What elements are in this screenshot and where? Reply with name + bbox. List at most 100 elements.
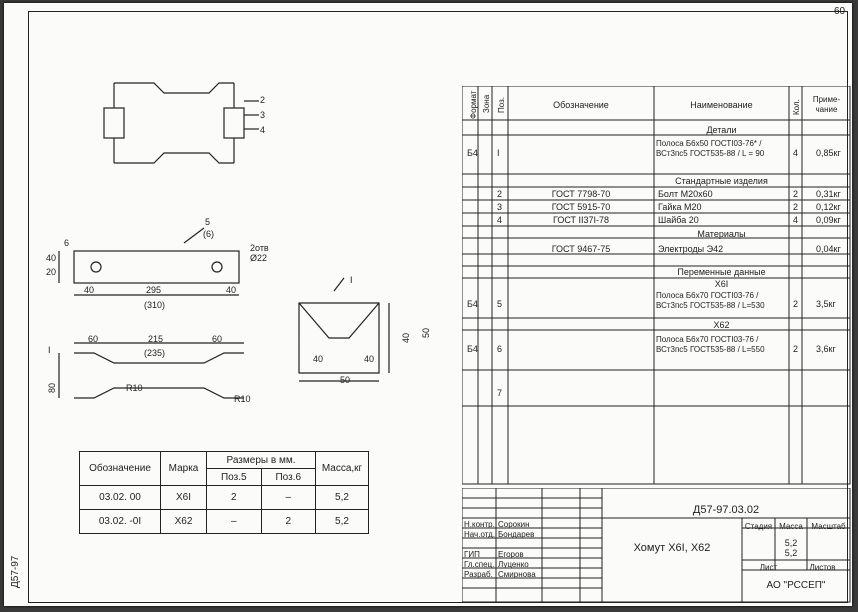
variant-designation: 03.02. 00 [79, 485, 161, 510]
signer-role: Гл.спец. [464, 560, 495, 569]
spec-row-name: Шайба 20 [658, 215, 699, 225]
spec-row-designation: ГОСТ 5915-70 [551, 202, 611, 212]
spec-header-format: Формат [469, 90, 478, 119]
signer-role: Н.контр. [464, 520, 495, 529]
spec-header-pos: Поз. [497, 97, 506, 113]
spec-header-note: Приме-чание [812, 95, 841, 114]
spec-row-pos: 7 [497, 388, 503, 398]
spec-row-pos: 5 [497, 299, 503, 309]
spec-header-name: Наименование [690, 100, 753, 110]
strip-view [73, 250, 240, 284]
spec-row-format: Б4 [467, 299, 478, 309]
spec-row-qty: 2 [793, 344, 799, 354]
title-sheet-header: Лист [759, 563, 778, 572]
spec-row-designation: ГОСТ 7798-70 [551, 189, 611, 199]
spec-header-qty: Кол. [792, 99, 801, 115]
spec-row-designation: ГОСТ 9467-75 [551, 244, 611, 254]
callout-pos-5: 5 [205, 217, 211, 227]
dim-strip-40-left: 40 [84, 285, 95, 295]
spec-section-variable: Переменные данные [677, 267, 766, 277]
clamp-bolt-right [223, 107, 245, 139]
spec-row-note: 0,85кг [816, 148, 841, 158]
spec-row-note: 3,5кг [816, 299, 836, 309]
table-row: 03.02. -0I Х62 – 2 5,2 [79, 509, 369, 534]
dim-bent-215: 215 [148, 334, 164, 344]
signer-name: Луценко [498, 560, 529, 569]
signer-role: Разраб. [464, 570, 493, 579]
variants-header-mass: Масса,кг [315, 451, 369, 486]
spec-grid [462, 86, 851, 485]
side-doc-code: Д57-97 [10, 555, 21, 588]
spec-row-format: Б4 [467, 344, 478, 354]
spec-row-note: 0,12кг [816, 202, 841, 212]
variants-header-brand: Марка [160, 451, 207, 486]
clamp-bolt-left [103, 107, 125, 139]
spec-row-pos: 2 [497, 189, 503, 199]
title-stage-header: Стадия [744, 522, 773, 531]
technical-drawing [58, 82, 390, 399]
spec-row-qty: 4 [793, 148, 799, 158]
callout-pos-3: 3 [260, 110, 266, 120]
dim-strip-40-right: 40 [226, 285, 237, 295]
callout-pos-1-bent: I [48, 345, 51, 355]
dim-bent-80: 80 [47, 382, 57, 393]
spec-row-name: Полоса Б6х50 ГОСТI03-76* / ВСт3пс5 ГОСТ5… [656, 139, 765, 158]
signer-role: ГИП [464, 550, 480, 559]
title-scale-header: Масштаб [811, 522, 846, 531]
page-number: 60 [834, 6, 846, 17]
drawing-frame [28, 11, 848, 603]
spec-section-standard: Стандартные изделия [675, 176, 768, 186]
spec-row-name: Гайка М20 [658, 202, 702, 212]
callout-pos-2: 2 [260, 95, 266, 105]
spec-row-name: Полоса Б6х70 ГОСТI03-76 / ВСт3пс5 ГОСТ53… [656, 335, 765, 354]
variant-brand: Х6I [160, 485, 207, 510]
variants-header-designation: Обозначение [79, 451, 161, 486]
strip-hole-right [211, 261, 223, 273]
title-mass-header: Масса [779, 522, 803, 531]
variants-table: Обозначение Марка Размеры в мм. Масса,кг… [79, 451, 369, 534]
variants-header-pos6: Поз.6 [260, 468, 316, 486]
dim-strip-310: (310) [144, 300, 166, 310]
spec-row-note: 0,04кг [816, 244, 841, 254]
spec-row-pos: 3 [497, 202, 503, 212]
spec-row-qty: 2 [793, 299, 799, 309]
title-sheets-header: Листов [809, 563, 836, 572]
callout-hole-dia: Ø22 [250, 253, 268, 263]
plate-view [298, 302, 380, 374]
dim-plate-40-right: 40 [364, 354, 375, 364]
title-name: Хомут Х6I, Х62 [633, 542, 711, 554]
spec-row-note: 0,09кг [816, 215, 841, 225]
variants-header-pos5: Поз.5 [206, 468, 262, 486]
signer-name: Сорокин [498, 520, 530, 529]
clamp-top-view [113, 82, 235, 164]
spec-row-format: Б4 [467, 148, 478, 158]
spec-row-qty: 2 [793, 202, 799, 212]
dim-plate-40-height: 40 [401, 332, 411, 343]
signer-name: Смирнова [498, 570, 536, 579]
signer-name: Бондарев [498, 530, 535, 539]
signer-role: Нач.отд. [464, 530, 496, 539]
dim-plate-40-left: 40 [313, 354, 324, 364]
spec-row-name: Болт М20х60 [658, 189, 713, 199]
variants-header-sizes: Размеры в мм. [206, 451, 316, 469]
dim-bent-235: (235) [144, 348, 166, 358]
dim-strip-295: 295 [146, 285, 162, 295]
spec-row-name: Электроды Э42 [658, 244, 724, 254]
spec-row-note: 0,31кг [816, 189, 841, 199]
spec-row-pos: 6 [497, 344, 503, 354]
drawing-sheet: 60 Д57-97 2 3 4 5 (6) 2отв Ø22 I I R10 R… [4, 3, 852, 606]
callout-pos-1-plate: I [350, 275, 353, 285]
variant-pos5: 2 [206, 485, 262, 510]
spec-row-qty: 2 [793, 189, 799, 199]
dim-plate-50-bottom: 50 [340, 375, 351, 385]
dim-strip-edge: 40 [46, 253, 57, 263]
spec-section-details: Детали [706, 125, 737, 135]
spec-row-name: Полоса Б6х70 ГОСТI03-76 / ВСт3пс5 ГОСТ53… [656, 291, 765, 310]
variant-mass: 5,2 [315, 485, 369, 510]
callout-pos-4: 4 [260, 125, 266, 135]
title-organization: АО "РССЕП" [766, 580, 826, 591]
variant-pos5: – [206, 509, 262, 534]
spec-row-pos: I [497, 148, 500, 158]
dim-strip-thickness: 6 [64, 238, 70, 248]
variant-mass: 5,2 [315, 509, 369, 534]
